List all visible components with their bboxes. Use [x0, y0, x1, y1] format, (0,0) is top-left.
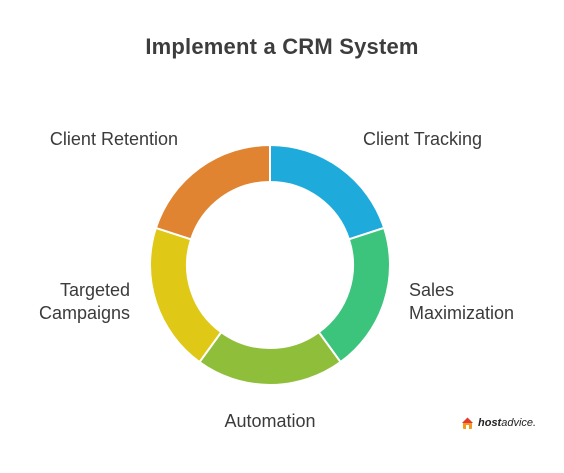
brand-name-rest: advice.: [501, 417, 537, 429]
label-client-tracking: Client Tracking: [363, 129, 483, 149]
brand-mark-icon: [462, 417, 473, 429]
label-targeted-campaigns: Targeted Campaigns: [38, 280, 130, 323]
label-sales-maximization: Sales Maximization: [409, 280, 515, 323]
segment-automation: [198, 330, 342, 386]
label-automation: Automation: [224, 411, 316, 431]
segment-client-tracking: [269, 143, 386, 241]
label-client-retention: Client Retention: [49, 129, 178, 149]
segment-sales-maximization: [317, 226, 391, 364]
segment-client-retention: [154, 143, 271, 241]
brand-name-bold: host: [478, 417, 502, 429]
segment-targeted-campaigns: [149, 226, 223, 364]
diagram-title: Implement a CRM System: [145, 34, 419, 59]
